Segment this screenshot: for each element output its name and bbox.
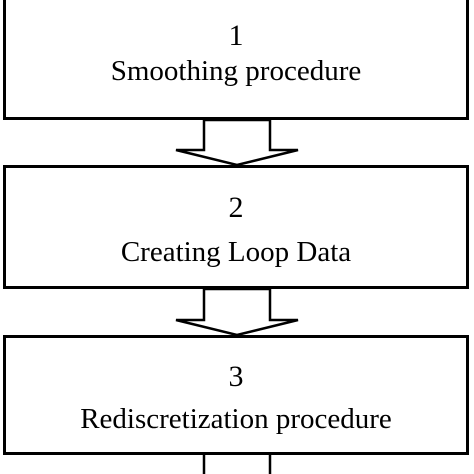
step-box-smoothing: 1 Smoothing procedure xyxy=(3,0,469,120)
step-label: Smoothing procedure xyxy=(110,55,362,87)
step-box-rediscretization: 3 Rediscretization procedure xyxy=(3,335,469,455)
step-number: 3 xyxy=(228,360,244,393)
step-number: 1 xyxy=(228,19,244,52)
step-box-creating-loop-data: 2 Creating Loop Data xyxy=(3,165,469,289)
step-number: 2 xyxy=(228,191,244,224)
step-label: Creating Loop Data xyxy=(120,236,352,268)
step-label: Rediscretization procedure xyxy=(80,403,392,435)
